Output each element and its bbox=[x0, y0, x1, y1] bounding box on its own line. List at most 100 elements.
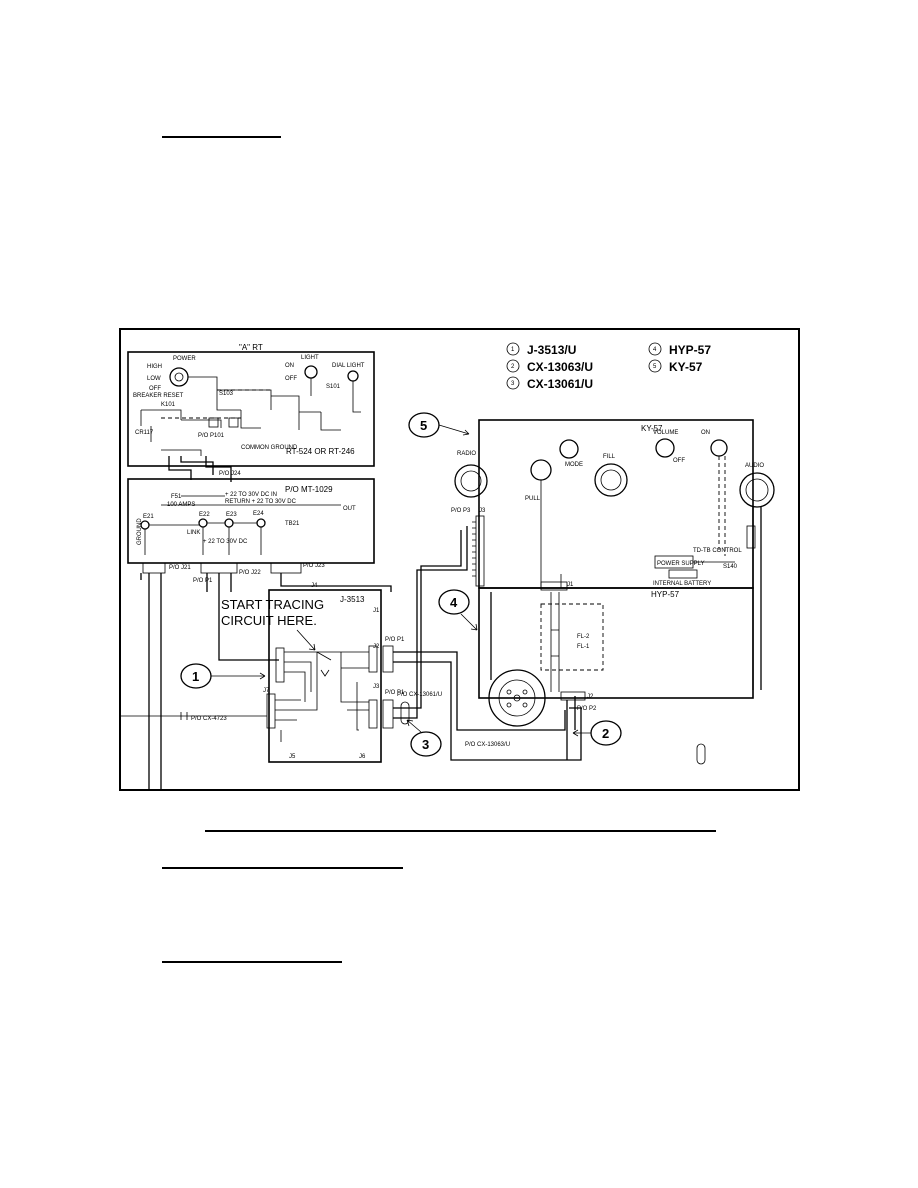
rt-model-label: RT-524 OR RT-246 bbox=[286, 447, 355, 456]
callout-2: 2 bbox=[572, 720, 622, 746]
ky57-box: KY-57 RADIO PULL MODE FILL VOLUME OFF ON… bbox=[451, 419, 754, 589]
hyp-j1-label: J1 bbox=[567, 582, 574, 588]
po-j24-label: P/O J24 bbox=[219, 471, 241, 477]
j3513-box: J-3513 J4 J1 J2 J3 J5 J6 J7 bbox=[263, 583, 382, 763]
in-label: + 22 TO 30V DC IN bbox=[225, 492, 277, 498]
fill-label: FILL bbox=[603, 454, 616, 460]
hyp57-box: HYP-57 J1 J2 P/O P2 FL-2 FL-1 bbox=[478, 581, 754, 760]
dc-label: + 22 TO 30V DC bbox=[203, 539, 248, 545]
rt-panel-box bbox=[127, 351, 375, 467]
tb21-label: TB21 bbox=[285, 521, 300, 527]
off-label: OFF bbox=[149, 386, 161, 392]
ky-off-label: OFF bbox=[673, 458, 685, 464]
volume-knob-icon bbox=[655, 438, 675, 458]
rt-panel-title: "A" RT bbox=[239, 343, 263, 352]
legend-num-4: 4 bbox=[653, 347, 657, 353]
po-p101-label: P/O P101 bbox=[198, 433, 225, 439]
legend-num-5: 5 bbox=[653, 364, 657, 370]
callout-4-num: 4 bbox=[450, 595, 458, 610]
e24-label: E24 bbox=[253, 511, 264, 517]
on-label: ON bbox=[285, 363, 294, 369]
callout-5-num: 5 bbox=[420, 418, 427, 433]
power-supply-label: POWER SUPPLY bbox=[657, 561, 705, 567]
mode-switch-icon bbox=[559, 439, 579, 459]
legend-num-3: 3 bbox=[511, 381, 515, 387]
j3513-outline bbox=[268, 589, 382, 763]
mt-panel: P/O MT-1029 GROUND F51 100 AMPS RETURN +… bbox=[127, 478, 375, 564]
dial-light-label: DIAL LIGHT bbox=[332, 363, 365, 369]
callout-1-num: 1 bbox=[192, 669, 199, 684]
cr117-label: CR117 bbox=[135, 430, 154, 436]
ground-label: GROUND bbox=[137, 518, 143, 545]
hyp-connector-icon bbox=[488, 669, 546, 727]
radio-connector-icon bbox=[454, 464, 488, 498]
start-note-line1: START TRACING bbox=[221, 597, 324, 612]
e21-label: E21 bbox=[143, 514, 154, 520]
radio-label: RADIO bbox=[457, 451, 476, 457]
off2-label: OFF bbox=[285, 376, 297, 382]
legend-label-3: CX-13061/U bbox=[527, 377, 593, 391]
e23-label: E23 bbox=[226, 512, 237, 518]
internal-battery-label: INTERNAL BATTERY bbox=[653, 581, 711, 587]
callout-5: 5 bbox=[408, 412, 470, 438]
light-switch-icon bbox=[304, 365, 318, 379]
j3513-j2-label: J2 bbox=[373, 644, 380, 650]
po-j21-label: P/O J21 bbox=[169, 565, 191, 571]
mt-panel-box bbox=[127, 478, 375, 564]
s101-label: S101 bbox=[326, 384, 341, 390]
return-label: RETURN + 22 TO 30V DC bbox=[225, 499, 297, 505]
po-cx13061-label: P/O CX-13061/U bbox=[397, 692, 442, 698]
heading-rule-2 bbox=[162, 867, 403, 869]
volume-label: VOLUME bbox=[653, 430, 678, 436]
caption-rule bbox=[205, 830, 716, 832]
legend-label-5: KY-57 bbox=[669, 360, 703, 374]
mt-panel-title: P/O MT-1029 bbox=[285, 485, 333, 494]
audio-connector: AUDIO bbox=[739, 463, 775, 690]
fill-connector-icon bbox=[594, 463, 628, 497]
po-p3-label: P/O P3 bbox=[451, 508, 471, 514]
hyp57-outline bbox=[478, 587, 754, 699]
pull-label: PULL bbox=[525, 496, 541, 502]
breaker-reset-label: BREAKER RESET bbox=[133, 393, 184, 399]
j3513-j3-label: J3 bbox=[373, 684, 380, 690]
wiring-diagram: "A" RT POWER HIGH LOW OFF BREAKER RESET … bbox=[121, 342, 775, 789]
low-label: LOW bbox=[147, 376, 161, 382]
control-label: TD-TB CONTROL bbox=[693, 548, 742, 554]
j3513-j6-label: J6 bbox=[359, 754, 366, 760]
k101-label: K101 bbox=[161, 402, 176, 408]
legend-num-2: 2 bbox=[511, 364, 515, 370]
ky57-title: KY-57 bbox=[641, 424, 663, 433]
ky-j3-label: J3 bbox=[479, 508, 486, 514]
fl2-label: FL-2 bbox=[577, 634, 590, 640]
out-label: OUT bbox=[343, 506, 356, 512]
common-ground-label: COMMON GROUND bbox=[241, 445, 298, 451]
rt-panel: "A" RT POWER HIGH LOW OFF BREAKER RESET … bbox=[127, 343, 375, 467]
mode-label: MODE bbox=[565, 462, 583, 468]
light-label: LIGHT bbox=[301, 355, 319, 361]
j3513-plugs: P/O P1 P/O P1 P/O CX-13061/U P/O CX-1306… bbox=[121, 526, 706, 765]
j3513-j5-label: J5 bbox=[289, 754, 296, 760]
rt-mt-connector: COMMON GROUND P/O J24 bbox=[168, 445, 298, 482]
diagram-frame: "A" RT POWER HIGH LOW OFF BREAKER RESET … bbox=[119, 328, 800, 791]
fl1-label: FL-1 bbox=[577, 644, 590, 650]
callout-3: 3 bbox=[406, 719, 442, 757]
audio-connector-icon bbox=[739, 472, 775, 508]
legend-label-4: HYP-57 bbox=[669, 343, 711, 357]
j3513-title: J-3513 bbox=[340, 595, 365, 604]
callout-3-num: 3 bbox=[422, 737, 429, 752]
legend-label-1: J-3513/U bbox=[527, 343, 576, 357]
power-label: POWER bbox=[173, 356, 196, 362]
po-cx4723-label: P/O CX-4723 bbox=[191, 716, 227, 722]
mt-connector-row: P/O J21 P/O J22 P/O J23 P/O P1 bbox=[140, 562, 392, 789]
j3513-j7-label: J7 bbox=[263, 688, 270, 694]
j3513-j1-label: J1 bbox=[373, 608, 380, 614]
f51-label: F51 bbox=[171, 494, 182, 500]
ky-on-label: ON bbox=[701, 430, 710, 436]
po-p1a-label: P/O P1 bbox=[385, 637, 405, 643]
po-cx13063-label: P/O CX-13063/U bbox=[465, 742, 510, 748]
s140-label: S140 bbox=[723, 564, 738, 570]
hyp57-title: HYP-57 bbox=[651, 590, 680, 599]
po-p1-label: P/O P1 bbox=[193, 578, 213, 584]
heading-rule-1 bbox=[162, 136, 281, 138]
start-note-line2: CIRCUIT HERE. bbox=[221, 613, 317, 628]
